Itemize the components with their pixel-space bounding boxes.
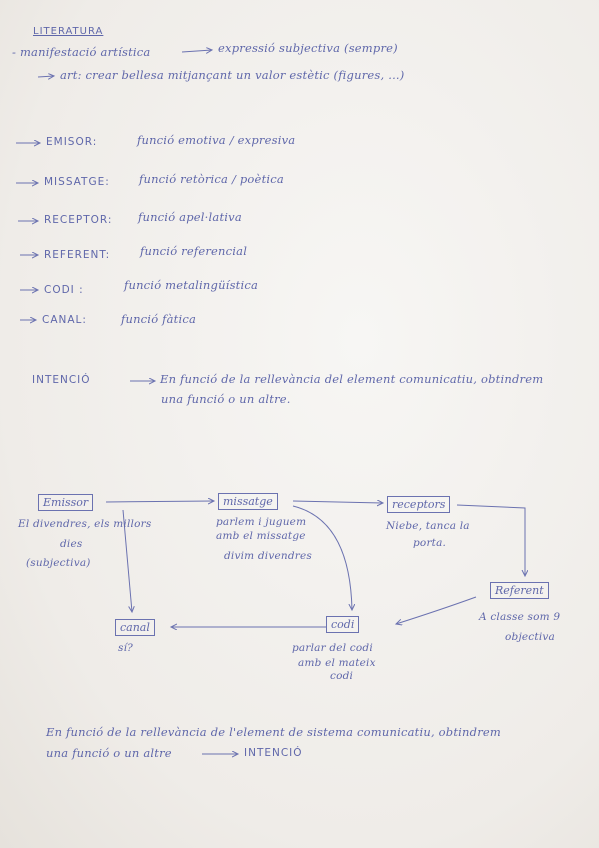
desc-referent: funció referencial — [140, 244, 248, 258]
codi-note-3: codi — [330, 670, 354, 682]
term-intencio: INTENCIÓ — [32, 374, 91, 386]
closing-intencio: INTENCIÓ — [244, 747, 303, 759]
box-receptors: receptors — [387, 496, 451, 513]
codi-note-1: parlar del codi — [292, 642, 373, 654]
box-codi: codi — [326, 616, 360, 633]
term-canal: CANAL: — [42, 314, 87, 326]
term-referent: REFERENT: — [44, 249, 111, 261]
term-codi: CODI : — [44, 284, 84, 296]
page-title: LITERATURA — [33, 26, 104, 37]
box-canal: canal — [115, 619, 155, 636]
term-emisor: EMISOR: — [46, 136, 98, 148]
desc-emisor: funció emotiva / expresiva — [137, 133, 296, 147]
referent-note-1: A classe som 9 — [479, 611, 561, 623]
closing-line1: En funció de la rellevància de l'element… — [46, 725, 502, 739]
art-line: art: crear bellesa mitjançant un valor e… — [60, 68, 405, 82]
missatge-note-2: amb el missatge — [216, 530, 306, 542]
receptors-note-2: porta. — [413, 537, 447, 549]
box-missatge: missatge — [218, 493, 278, 510]
box-emissor: Emissor — [38, 494, 94, 511]
missatge-note-1: parlem i juguem — [216, 516, 307, 528]
desc-codi: funció metalingüística — [124, 278, 259, 292]
desc-receptor: funció apel·lativa — [138, 210, 242, 224]
receptors-note-1: Niebe, tanca la — [386, 520, 470, 532]
box-referent: Referent — [490, 582, 549, 599]
term-receptor: RECEPTOR: — [44, 214, 113, 226]
missatge-note-3: divim divendres — [224, 550, 312, 562]
canal-note: sí? — [118, 642, 133, 654]
intencio-line1: En funció de la rellevància del element … — [160, 372, 544, 386]
emissor-note-2: dies — [60, 538, 83, 550]
codi-note-2: amb el mateix — [298, 657, 376, 669]
intencio-line2: una funció o un altre. — [161, 392, 291, 406]
emissor-note-3: (subjectiva) — [26, 557, 91, 569]
desc-canal: funció fàtica — [121, 312, 197, 326]
manifestacio-line: - manifestació artística — [12, 45, 151, 59]
desc-missatge: funció retòrica / poètica — [139, 172, 284, 186]
closing-line2: una funció o un altre — [46, 746, 172, 760]
emissor-note-1: El divendres, els millors — [18, 518, 152, 530]
expressio-line: expressió subjectiva (sempre) — [218, 41, 398, 55]
referent-note-2: objectiva — [505, 631, 555, 643]
term-missatge: MISSATGE: — [44, 176, 110, 188]
